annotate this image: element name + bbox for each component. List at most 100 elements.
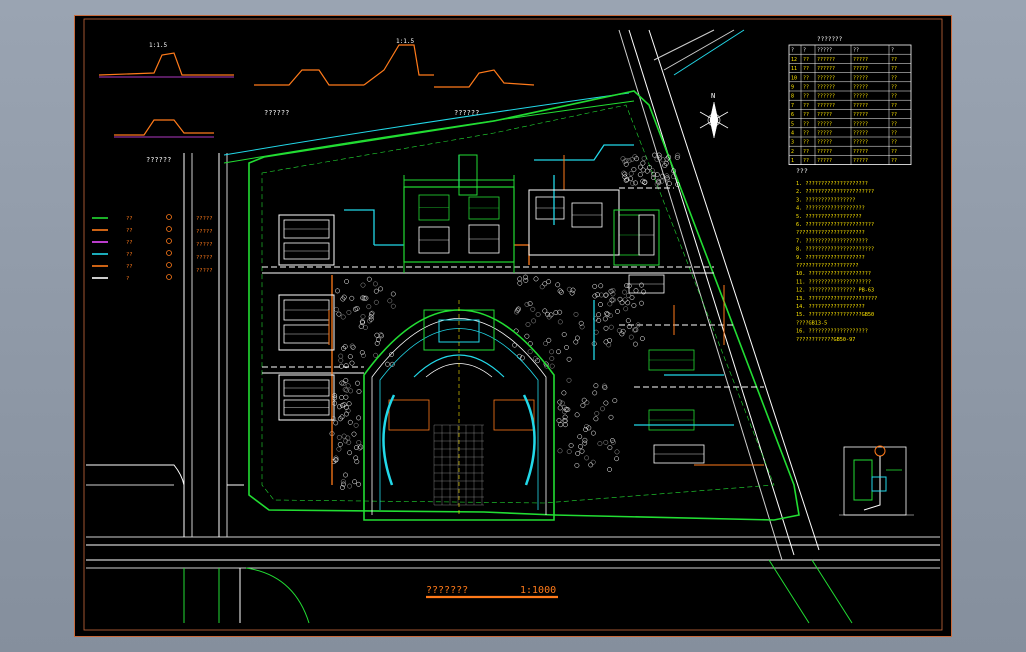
equipment-table-cell: ?? (891, 57, 897, 63)
note-line: 9. ??????????????????? (796, 255, 865, 261)
notes-title: ??? (796, 167, 808, 175)
equipment-table-cell: ????? (817, 140, 832, 146)
design-notes: ??? 1. ???????????????????? 2. ???????????… (796, 167, 877, 343)
legend-label: ????? (196, 242, 213, 248)
equipment-table-cell: 8 (791, 94, 794, 100)
profile-top-label-1: 1:1.5 (149, 42, 167, 49)
equipment-table-cell: 3 (791, 140, 794, 146)
equipment-table-cell: ?? (803, 75, 809, 81)
legend-label: ????? (196, 255, 213, 261)
equipment-table-cell: ?? (891, 75, 897, 81)
equipment-table-cell: ?????? (817, 66, 835, 72)
equipment-table-header-cell: ? (891, 48, 894, 54)
equipment-table-header-cell: ? (803, 48, 806, 54)
note-line: ???????????????????? (796, 263, 858, 269)
equipment-table-cell: ?? (803, 94, 809, 100)
equipment-table-cell: ????? (853, 131, 868, 137)
legend-short-label: ?? (126, 228, 133, 234)
equipment-table: ?????????????????12???????????????11????… (788, 36, 912, 165)
equipment-table-header-cell: ?? (853, 48, 859, 54)
legend-short-label: ?? (126, 264, 133, 270)
equipment-table-cell: ????? (817, 149, 832, 155)
equipment-table-cell: ?? (803, 131, 809, 137)
equipment-table-cell: ????? (853, 140, 868, 146)
legend-label: ????? (196, 229, 213, 235)
drawing-scale: 1:1000 (520, 585, 556, 596)
equipment-table-cell: ?????? (817, 85, 835, 91)
note-line: 12. ??????????????? PB-63 (796, 288, 874, 294)
profile-2-title: ?????? (454, 109, 479, 117)
equipment-table-cell: ?? (803, 112, 809, 118)
equipment-table-cell: 10 (791, 75, 797, 81)
note-line: 10. ???????????????????? (796, 271, 871, 277)
equipment-table-cell: ?????? (817, 94, 835, 100)
note-line: 2. ?????????????????????? (796, 189, 874, 195)
equipment-table-cell: ????? (817, 112, 832, 118)
legend: ???????????????????????????????????? (92, 214, 213, 282)
note-line: 15. ?????????????????GB50 (796, 312, 874, 318)
equipment-table-cell: ????? (853, 66, 868, 72)
equipment-table-cell: ????? (853, 149, 868, 155)
legend-short-label: ?? (126, 216, 133, 222)
note-line: 8. ?????????????????????? (796, 247, 874, 253)
equipment-table-cell: ????? (817, 121, 832, 127)
equipment-table-cell: ?? (803, 149, 809, 155)
legend-label: ????? (196, 216, 213, 222)
equipment-table-cell: ?? (891, 85, 897, 91)
legend-short-label: ?? (126, 240, 133, 246)
equipment-table-cell: ?? (803, 66, 809, 72)
equipment-table-cell: 6 (791, 112, 794, 118)
equipment-table-cell: 1 (791, 158, 794, 164)
equipment-table-cell: ?? (891, 158, 897, 164)
equipment-table-cell: ?? (803, 85, 809, 91)
drawing-frame-outer (74, 15, 952, 637)
profile-3-title: ?????? (146, 156, 171, 164)
equipment-table-cell: ?? (891, 94, 897, 100)
equipment-table-cell: ????? (817, 131, 832, 137)
equipment-table-cell: ????? (853, 57, 868, 63)
detail-plan (839, 445, 914, 516)
equipment-table-cell: ????? (853, 121, 868, 127)
drawing-title: ??????? (426, 585, 468, 596)
equipment-table-cell: ?? (891, 103, 897, 109)
profile-1-title: ?????? (264, 109, 289, 117)
equipment-table-cell: 5 (791, 121, 794, 127)
drawing-sheet[interactable]: ?????????????????12???????????????11????… (74, 15, 952, 637)
note-line: 6. ?????????????????????? (796, 222, 874, 228)
equipment-table-cell: ????? (817, 158, 832, 164)
equipment-table-cell: 2 (791, 149, 794, 155)
legend-label: ????? (196, 268, 213, 274)
north-compound (278, 154, 660, 421)
equipment-table-cell: ?????? (817, 103, 835, 109)
note-line: 1. ???????????????????? (796, 181, 868, 187)
note-line: 11. ???????????????????? (796, 279, 871, 285)
equipment-table-cell: ?? (803, 57, 809, 63)
equipment-table-cell: ?? (891, 112, 897, 118)
pipe-profiles (98, 44, 535, 138)
legend-short-label: ?? (126, 252, 133, 258)
equipment-table-cell: ????? (853, 158, 868, 164)
equipment-table-cell: ?? (891, 140, 897, 146)
site-plan-drawing: ?????????????????12???????????????11????… (74, 15, 952, 637)
note-line: ?????????????????????? (796, 230, 865, 236)
site-boundary (248, 90, 800, 521)
compass-north-label: N (711, 92, 715, 100)
equipment-table-cell: ?? (803, 158, 809, 164)
equipment-table-cell: 11 (791, 66, 797, 72)
equipment-table-cell: ?? (891, 131, 897, 137)
note-line: 13. ?????????????????????? (796, 296, 877, 302)
equipment-table-cell: ?? (803, 103, 809, 109)
equipment-table-header-cell: ? (791, 48, 794, 54)
equipment-table-cell: 7 (791, 103, 794, 109)
note-line: 5. ?????????????????? (796, 214, 862, 220)
equipment-table-cell: ????? (853, 94, 868, 100)
north-compass: N (699, 92, 729, 139)
note-line: ????GB13-5 (796, 320, 827, 326)
equipment-table-cell: ?? (803, 140, 809, 146)
equipment-table-cell: ?? (803, 121, 809, 127)
equipment-table-cell: ????? (853, 112, 868, 118)
note-line: 14. ?????????????????? (796, 304, 865, 310)
equipment-table-cell: ?? (891, 149, 897, 155)
central-plaza (363, 300, 555, 521)
